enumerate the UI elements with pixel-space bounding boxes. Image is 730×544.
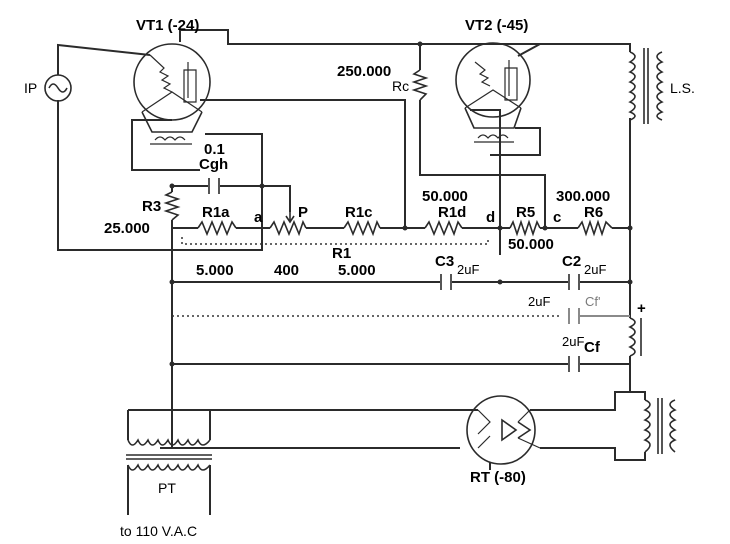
p-label: P <box>298 204 308 221</box>
cf-prime-capacitor-icon <box>568 308 580 324</box>
dotted-connections <box>172 237 630 317</box>
node-d-label: d <box>486 209 495 226</box>
c3-capacitor-icon <box>440 274 452 290</box>
value-5000-a-label: 5.000 <box>196 262 234 279</box>
r1d-value-label: 50.000 <box>422 188 468 205</box>
choke-icon <box>628 317 642 357</box>
cf-prime-label: Cf' <box>585 294 600 309</box>
rectifier-transformer-icon <box>643 398 677 454</box>
r3-label: R3 <box>142 198 161 215</box>
ac-source-icon <box>44 74 72 102</box>
junction-dots <box>169 41 633 367</box>
cgh-capacitor-icon <box>208 178 220 194</box>
r6-resistor-icon <box>577 219 613 237</box>
c3-label: C3 <box>435 253 454 270</box>
r1d-label: R1d <box>438 204 466 221</box>
value-400-label: 400 <box>274 262 299 279</box>
cf-value-label: 2uF <box>562 334 584 349</box>
vt1-tube-icon <box>133 43 211 145</box>
cf-prime-value-label: 2uF <box>528 294 550 309</box>
rt-rectifier-tube-icon <box>466 395 541 465</box>
plus-sign: + <box>637 300 646 317</box>
node-a-label: a <box>254 209 263 226</box>
r1c-resistor-icon <box>343 219 381 237</box>
wiring <box>57 29 646 515</box>
vt2-label: VT2 (-45) <box>465 17 528 34</box>
cgh-label: Cgh <box>199 156 228 173</box>
node-c-label: c <box>553 209 561 226</box>
vt2-tube-icon <box>455 42 531 143</box>
r1a-label: R1a <box>202 204 230 221</box>
r1a-resistor-icon <box>197 219 237 237</box>
c2-label: C2 <box>562 253 581 270</box>
c2-capacitor-icon <box>568 274 580 290</box>
r3-value-label: 25.000 <box>104 220 150 237</box>
ls-transformer-icon <box>628 48 664 124</box>
r5-label: R5 <box>516 204 535 221</box>
pt-label: PT <box>158 480 176 496</box>
r5-resistor-icon <box>509 219 541 237</box>
mains-label: to 110 V.A.C <box>120 523 197 539</box>
r1d-resistor-icon <box>424 219 463 237</box>
ls-label: L.S. <box>670 80 695 96</box>
r1-label: R1 <box>332 245 351 262</box>
value-5000-b-label: 5.000 <box>338 262 376 279</box>
ip-label: IP <box>24 80 37 96</box>
c3-value-label: 2uF <box>457 262 479 277</box>
r6-label: R6 <box>584 204 603 221</box>
vt1-label: VT1 (-24) <box>136 17 199 34</box>
power-transformer-icon <box>126 438 212 471</box>
rc-value-label: 250.000 <box>337 63 391 80</box>
rt-label: RT (-80) <box>470 469 526 486</box>
c2-value-label: 2uF <box>584 262 606 277</box>
r1c-label: R1c <box>345 204 373 221</box>
cf-capacitor-icon <box>568 356 580 372</box>
r3-resistor-icon <box>163 191 181 221</box>
potentiometer-p-icon <box>269 212 307 237</box>
rc-resistor-icon <box>411 69 429 101</box>
cf-label: Cf <box>584 339 601 356</box>
r5-value-label: 50.000 <box>508 236 554 253</box>
r6-value-label: 300.000 <box>556 188 610 205</box>
cgh-value-label: 0.1 <box>204 141 225 158</box>
rc-label: Rc <box>392 78 409 94</box>
